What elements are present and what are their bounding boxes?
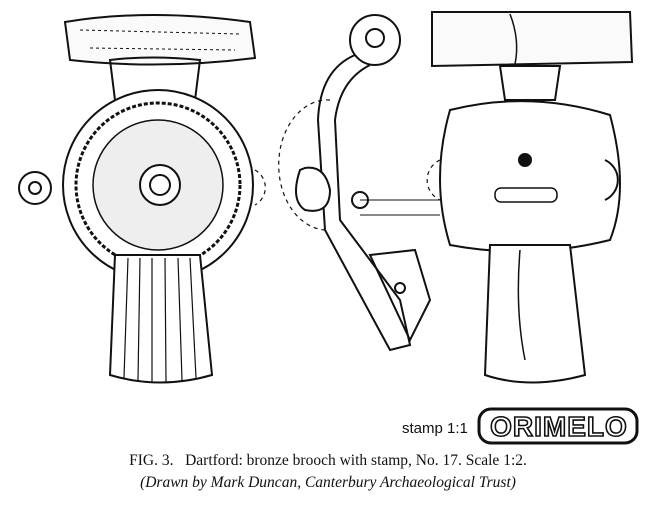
front-view	[18, 14, 266, 384]
figure-caption: FIG. 3. Dartford: bronze brooch with sta…	[0, 452, 656, 470]
figure-number: FIG. 3.	[129, 452, 174, 469]
brooch-drawing	[18, 11, 634, 384]
back-view	[426, 11, 634, 384]
caption-text: Dartford: bronze brooch with stamp, No. …	[185, 452, 527, 469]
side-view	[278, 14, 440, 352]
figure-credit: (Drawn by Mark Duncan, Canterbury Archae…	[140, 474, 516, 491]
stamp-scale-label: stamp 1:1	[402, 420, 468, 437]
stamp-impression: ORIMELO	[477, 407, 639, 445]
svg-text:ORIMELO: ORIMELO	[490, 411, 628, 442]
